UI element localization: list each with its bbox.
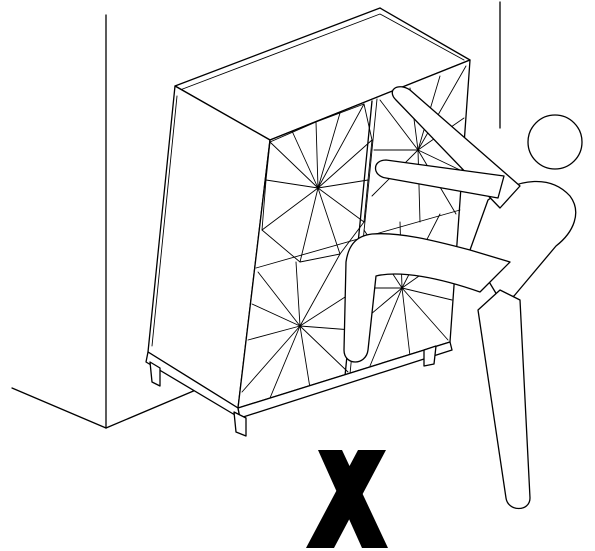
prohibited-x-icon	[306, 450, 388, 548]
starburst-pattern	[241, 253, 357, 399]
wall-corner	[11, 1, 501, 429]
cabinet	[145, 7, 471, 437]
climbing-person	[343, 86, 583, 510]
cabinet-leg	[423, 345, 437, 367]
cabinet-leg	[233, 411, 247, 437]
person-head	[527, 114, 583, 170]
starburst-pattern	[261, 103, 373, 263]
cabinet-leg	[149, 361, 161, 387]
